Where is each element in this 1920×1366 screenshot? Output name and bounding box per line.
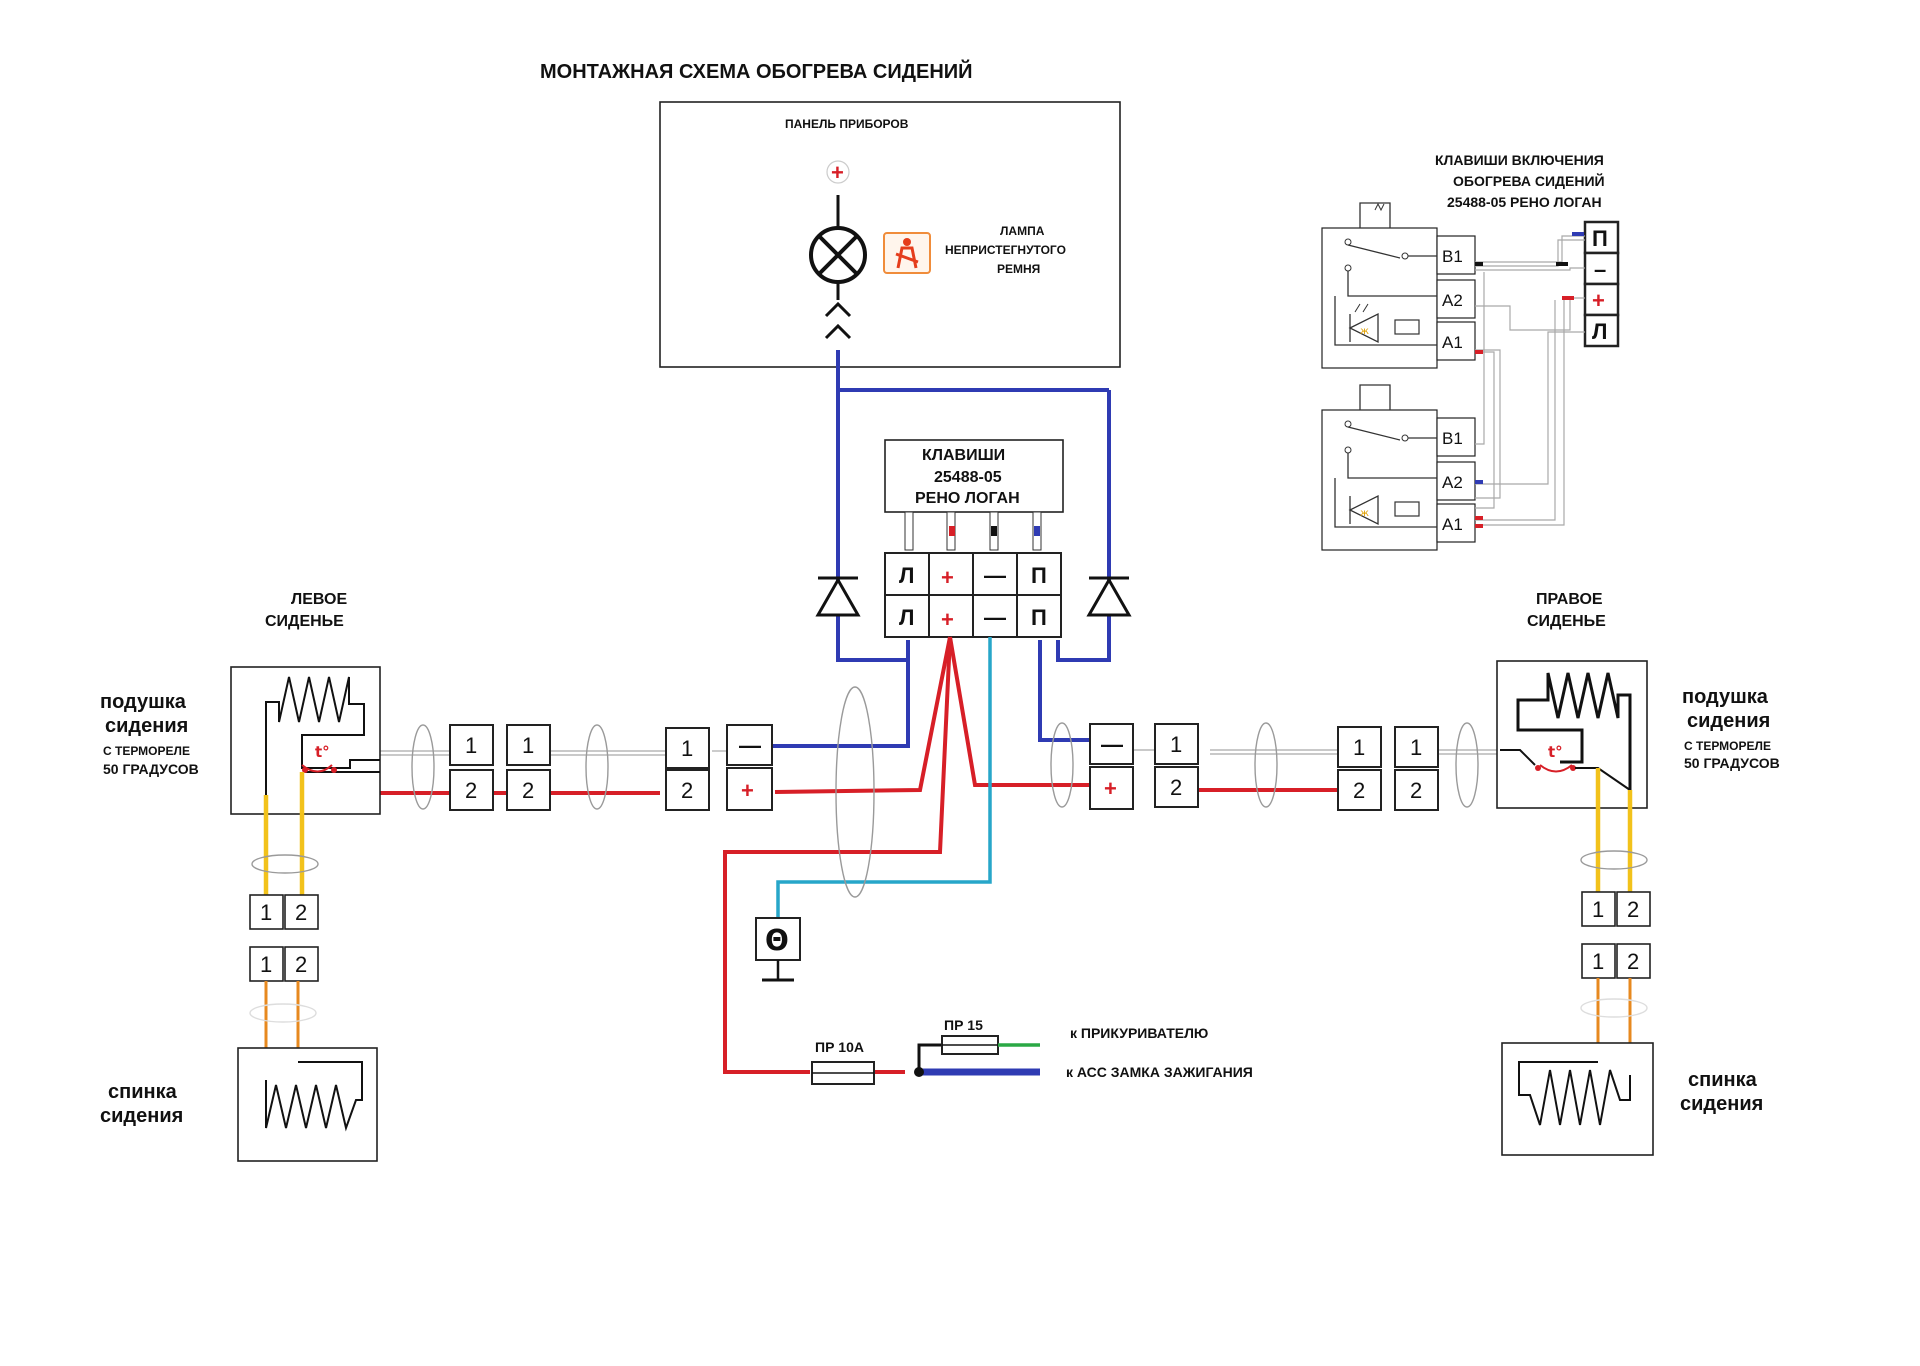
right-seat: ПРАВОЕ СИДЕНЬЕ подушка сидения С ТЕРМОРЕ… bbox=[1496, 591, 1780, 1156]
lconn3-pin2: 2 bbox=[681, 778, 693, 803]
lamp-label-3: РЕМНЯ bbox=[997, 262, 1040, 276]
right-harness: — + 1 2 1 2 1 2 bbox=[1050, 722, 1500, 811]
detail-conn-plus: + bbox=[1592, 288, 1605, 313]
diode-left bbox=[815, 576, 861, 617]
switch-block: КЛАВИШИ 25488-05 РЕНО ЛОГАН Л + — П Л + … bbox=[884, 439, 1064, 638]
switch-pin-p-bot: П bbox=[1031, 605, 1047, 630]
left-back-1: спинка bbox=[108, 1081, 178, 1103]
detail-conn-minus: – bbox=[1594, 257, 1606, 282]
detail-title-2: ОБОГРЕВА СИДЕНИЙ bbox=[1453, 172, 1605, 189]
diode-right bbox=[1086, 576, 1132, 617]
to-ignition-label: к АСС ЗАМКА ЗАЖИГАНИЯ bbox=[1066, 1064, 1253, 1080]
left-harness: 1 2 1 2 1 2 — + bbox=[358, 686, 875, 898]
rconn1-plus: + bbox=[1104, 776, 1117, 801]
left-cushion-2: сидения bbox=[105, 715, 188, 737]
left-heater-pin2a: 2 bbox=[295, 900, 307, 925]
left-heater-pin1b: 1 bbox=[260, 952, 272, 977]
seatbelt-warning-icon bbox=[883, 232, 931, 274]
lamp-label-2: НЕПРИСТЕГНУТОГО bbox=[945, 243, 1066, 257]
detail-up-b1: В1 bbox=[1442, 247, 1463, 266]
fuse1-label: ПР 10А bbox=[815, 1039, 864, 1055]
left-back-2: сидения bbox=[100, 1105, 183, 1127]
right-relay-1: С ТЕРМОРЕЛЕ bbox=[1684, 739, 1771, 753]
ground-wiring: Θ bbox=[755, 637, 992, 982]
left-thermo: t° bbox=[315, 743, 330, 761]
detail-up-a2: А2 bbox=[1442, 291, 1463, 310]
switch-title-3: РЕНО ЛОГАН bbox=[915, 490, 1020, 507]
right-heater-pin2b: 2 bbox=[1627, 949, 1639, 974]
left-seat-title-2: СИДЕНЬЕ bbox=[265, 613, 344, 630]
switch-pin-minus-bot: — bbox=[984, 605, 1006, 630]
switch-title-2: 25488-05 bbox=[934, 469, 1002, 486]
right-seat-title-1: ПРАВОЕ bbox=[1536, 591, 1603, 608]
lconn2-pin1: 1 bbox=[522, 733, 534, 758]
lconn4-plus: + bbox=[741, 778, 754, 803]
right-cushion-1: подушка bbox=[1682, 686, 1769, 708]
panel-plus: + bbox=[831, 160, 844, 185]
detail-title-3: 25488-05 РЕНО ЛОГАН bbox=[1447, 194, 1602, 210]
detail-low-b1: В1 bbox=[1442, 429, 1463, 448]
fuse-section: ПР 10А ПР 15 к ПРИКУРИВАТЕЛЮ к АСС ЗАМКА… bbox=[811, 1017, 1253, 1085]
right-thermo: t° bbox=[1548, 743, 1563, 761]
left-relay-2: 50 ГРАДУСОВ bbox=[103, 761, 199, 777]
left-seat: ЛЕВОЕ СИДЕНЬЕ подушка сидения С ТЕРМОРЕЛ… bbox=[100, 591, 381, 1162]
right-heater-pin1b: 1 bbox=[1592, 949, 1604, 974]
detail-conn-l: Л bbox=[1592, 319, 1607, 344]
switch-wiring bbox=[772, 350, 1111, 748]
left-seat-title-1: ЛЕВОЕ bbox=[291, 591, 348, 608]
rconn2-pin2: 2 bbox=[1170, 775, 1182, 800]
detail-low-a1: А1 bbox=[1442, 515, 1463, 534]
detail-low-a2: А2 bbox=[1442, 473, 1463, 492]
right-back-1: спинка bbox=[1688, 1069, 1758, 1091]
ground-symbol: Θ bbox=[765, 924, 789, 957]
right-heater-pin1a: 1 bbox=[1592, 897, 1604, 922]
switch-pin-l-bot: Л bbox=[899, 605, 914, 630]
lamp-icon bbox=[809, 226, 867, 284]
lconn1-pin1: 1 bbox=[465, 733, 477, 758]
lconn4-minus: — bbox=[739, 733, 761, 758]
detail-title-1: КЛАВИШИ ВКЛЮЧЕНИЯ bbox=[1435, 152, 1604, 168]
lconn3-pin1: 1 bbox=[681, 736, 693, 761]
detail-conn-p: П bbox=[1592, 226, 1608, 251]
switch-detail: КЛАВИШИ ВКЛЮЧЕНИЯ ОБОГРЕВА СИДЕНИЙ 25488… bbox=[1321, 152, 1620, 551]
led-mark-up: ж bbox=[1360, 326, 1369, 337]
lconn2-pin2: 2 bbox=[522, 778, 534, 803]
diagram-title: МОНТАЖНАЯ СХЕМА ОБОГРЕВА СИДЕНИЙ bbox=[540, 59, 973, 83]
power-wiring bbox=[282, 636, 1345, 1074]
rconn3-pin2: 2 bbox=[1353, 778, 1365, 803]
left-heater-pin1a: 1 bbox=[260, 900, 272, 925]
right-heater-pin2a: 2 bbox=[1627, 897, 1639, 922]
rconn4-pin1: 1 bbox=[1410, 735, 1422, 760]
lamp-label-1: ЛАМПА bbox=[1000, 224, 1045, 238]
lconn1-pin2: 2 bbox=[465, 778, 477, 803]
rconn1-minus: — bbox=[1101, 732, 1123, 757]
switch-title-1: КЛАВИШИ bbox=[922, 447, 1005, 464]
switch-pin-l-top: Л bbox=[899, 563, 914, 588]
left-relay-1: С ТЕРМОРЕЛЕ bbox=[103, 744, 190, 758]
to-lighter-label: к ПРИКУРИВАТЕЛЮ bbox=[1070, 1025, 1208, 1041]
left-cushion-1: подушка bbox=[100, 691, 187, 713]
left-heater-pin2b: 2 bbox=[295, 952, 307, 977]
led-mark-low: ж bbox=[1360, 508, 1369, 519]
instrument-panel: ПАНЕЛЬ ПРИБОРОВ + ЛАМПА НЕПРИСТЕГНУТОГО … bbox=[659, 101, 1121, 368]
detail-up-a1: А1 bbox=[1442, 333, 1463, 352]
switch-pin-p-top: П bbox=[1031, 563, 1047, 588]
rconn2-pin1: 1 bbox=[1170, 732, 1182, 757]
panel-title: ПАНЕЛЬ ПРИБОРОВ bbox=[785, 117, 909, 131]
rconn3-pin1: 1 bbox=[1353, 735, 1365, 760]
left-back-heater bbox=[237, 1047, 378, 1162]
right-seat-title-2: СИДЕНЬЕ bbox=[1527, 613, 1606, 630]
fuse2-label: ПР 15 bbox=[944, 1017, 983, 1033]
switch-pin-plus-top: + bbox=[941, 565, 954, 590]
switch-pin-minus-top: — bbox=[984, 563, 1006, 588]
right-relay-2: 50 ГРАДУСОВ bbox=[1684, 755, 1780, 771]
switch-pin-plus-bot: + bbox=[941, 607, 954, 632]
right-back-2: сидения bbox=[1680, 1093, 1763, 1115]
rconn4-pin2: 2 bbox=[1410, 778, 1422, 803]
right-cushion-2: сидения bbox=[1687, 710, 1770, 732]
